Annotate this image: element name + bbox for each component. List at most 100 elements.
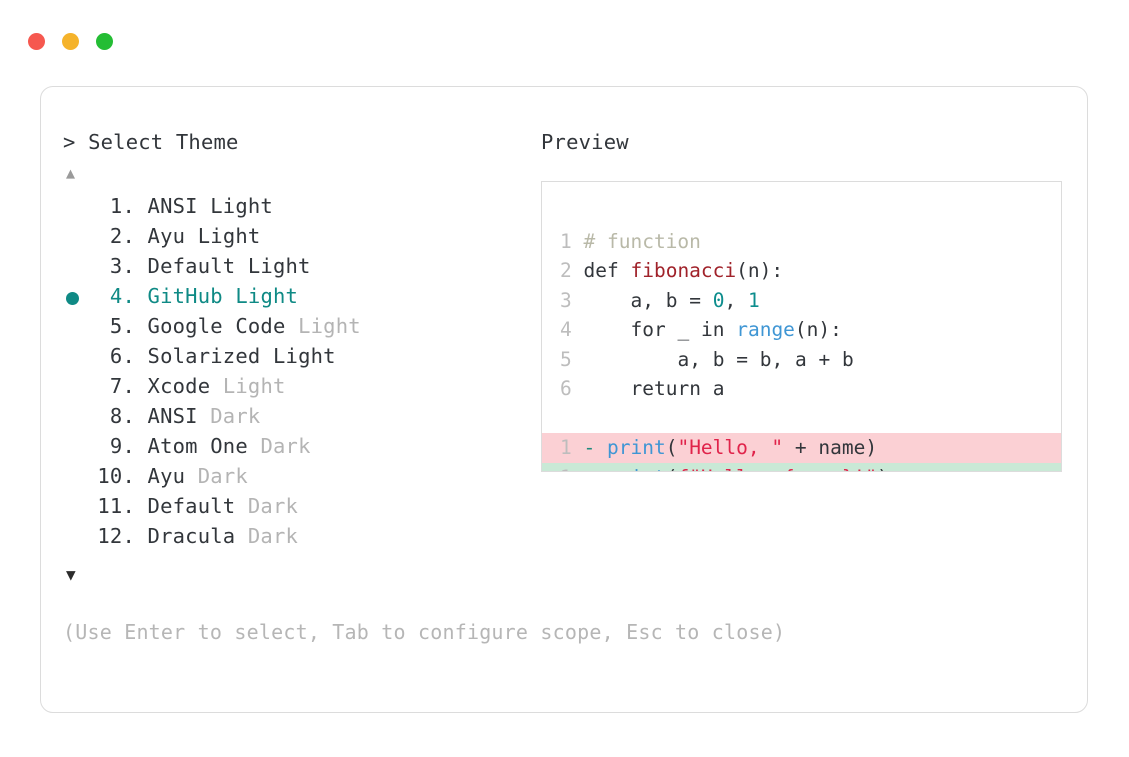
code-token: [830, 348, 842, 371]
theme-item-name: Solarized: [147, 343, 261, 368]
diff-line-deletion: 1 - print("Hello, " + name): [542, 433, 1061, 463]
theme-list-item[interactable]: 10. Ayu Dark: [63, 464, 533, 494]
code-token: m: [841, 436, 854, 459]
code-token: [607, 377, 619, 400]
code-token: [701, 377, 713, 400]
code-token-builtin: print: [607, 436, 666, 459]
theme-list-item[interactable]: 4. GitHub Light: [63, 284, 533, 314]
code-token: a: [795, 347, 807, 371]
spacer: [135, 404, 148, 428]
diff-line-addition: 1 + print(f"Hello, {name}!"): [542, 462, 1061, 471]
code-token: [701, 348, 713, 371]
scroll-up-indicator-icon[interactable]: ▲: [66, 163, 76, 182]
code-token: a: [712, 377, 725, 400]
code-token: ): [759, 259, 772, 282]
spacer: [572, 377, 584, 400]
code-line-number: 1: [560, 436, 572, 459]
spacer: [210, 374, 223, 398]
code-token: [595, 318, 607, 341]
code-token: a: [630, 288, 643, 312]
theme-item-name: Default: [147, 253, 236, 278]
theme-item-name: Google Code: [147, 313, 286, 338]
code-token: (: [666, 466, 678, 471]
theme-item-name: ANSI: [147, 193, 198, 218]
theme-item-index: 9.: [109, 433, 135, 458]
theme-list-item[interactable]: 6. Solarized Light: [63, 344, 533, 374]
code-token-keyword: in: [700, 318, 725, 341]
spacer: [135, 464, 148, 488]
code-token: b: [759, 347, 772, 371]
spacer: [135, 434, 148, 458]
theme-item-variant: Dark: [247, 523, 299, 548]
diff-line-content: print(f"Hello, {name}!"): [607, 466, 889, 471]
theme-list-item[interactable]: 9. Atom One Dark: [63, 434, 533, 464]
code-line-content: a, b = 0, 1: [584, 289, 760, 312]
code-line: 1 # function: [542, 227, 1061, 257]
theme-list-item[interactable]: 3. Default Light: [63, 254, 533, 284]
code-line-content: for _ in range(n):: [584, 318, 842, 341]
minimize-button[interactable]: [62, 33, 79, 50]
code-token: _: [677, 318, 690, 341]
code-line: 5 a, b = b, a + b: [542, 345, 1061, 375]
code-line-number: 5: [560, 347, 572, 371]
theme-item-index: 1.: [109, 193, 135, 218]
code-line-number: 2: [560, 259, 572, 282]
spacer: [260, 344, 273, 368]
scroll-down-indicator-icon[interactable]: ▼: [66, 564, 76, 584]
spacer: [223, 284, 236, 308]
spacer: [235, 494, 248, 518]
spacer: [198, 404, 211, 428]
theme-list-item[interactable]: 1. ANSI Light: [63, 194, 533, 224]
maximize-button[interactable]: [96, 33, 113, 50]
code-token: [666, 318, 678, 341]
code-token: [678, 289, 690, 312]
code-token: [619, 259, 631, 282]
code-token: [584, 348, 596, 371]
spacer: [572, 466, 584, 471]
spacer: [135, 314, 148, 338]
diff-sign: -: [583, 436, 596, 459]
theme-item-name: Dracula: [147, 523, 236, 548]
theme-item-variant: Light: [272, 343, 336, 368]
theme-item-name: Xcode: [147, 373, 211, 398]
code-token: :: [830, 318, 842, 341]
code-line-number: 1: [560, 229, 572, 253]
theme-list-item[interactable]: 8. ANSI Dark: [63, 404, 533, 434]
code-token-number: 1: [748, 288, 760, 312]
theme-list-item[interactable]: 12. Dracula Dark: [63, 524, 533, 554]
code-token-keyword: for: [630, 318, 666, 341]
theme-item-name: GitHub: [147, 283, 223, 308]
theme-list-item[interactable]: 7. Xcode Light: [63, 374, 533, 404]
diff-line-content: print("Hello, " + name): [607, 436, 877, 459]
code-token: [724, 318, 736, 341]
code-token: [607, 318, 619, 341]
theme-list-item[interactable]: 5. Google Code Light: [63, 314, 533, 344]
theme-item-index: 8.: [109, 403, 135, 428]
code-token: a: [830, 436, 842, 459]
theme-item-variant: Light: [210, 193, 273, 218]
theme-item-variant: Dark: [210, 403, 261, 428]
theme-list-item[interactable]: 2. Ayu Light: [63, 224, 533, 254]
code-token: [783, 436, 795, 459]
code-line-content: return a: [584, 377, 725, 400]
theme-item-variant: Dark: [260, 433, 311, 458]
close-button[interactable]: [28, 33, 45, 50]
code-token: [595, 377, 607, 400]
theme-item-index: 12.: [97, 523, 135, 548]
code-token-string: f"Hello, {name}!": [677, 466, 877, 471]
spacer: [135, 284, 148, 308]
code-token: [584, 318, 596, 341]
theme-list-item[interactable]: 11. Default Dark: [63, 494, 533, 524]
code-line: 3 a, b = 0, 1: [542, 286, 1061, 316]
code-token: a: [677, 347, 690, 371]
theme-item-variant: Light: [222, 373, 286, 398]
code-token-comment: # function: [583, 229, 701, 253]
code-token: b: [665, 288, 678, 312]
code-token: ): [865, 436, 878, 459]
code-line-content: a, b = b, a + b: [584, 348, 854, 371]
theme-item-name: ANSI: [147, 403, 198, 428]
spacer: [135, 494, 148, 518]
